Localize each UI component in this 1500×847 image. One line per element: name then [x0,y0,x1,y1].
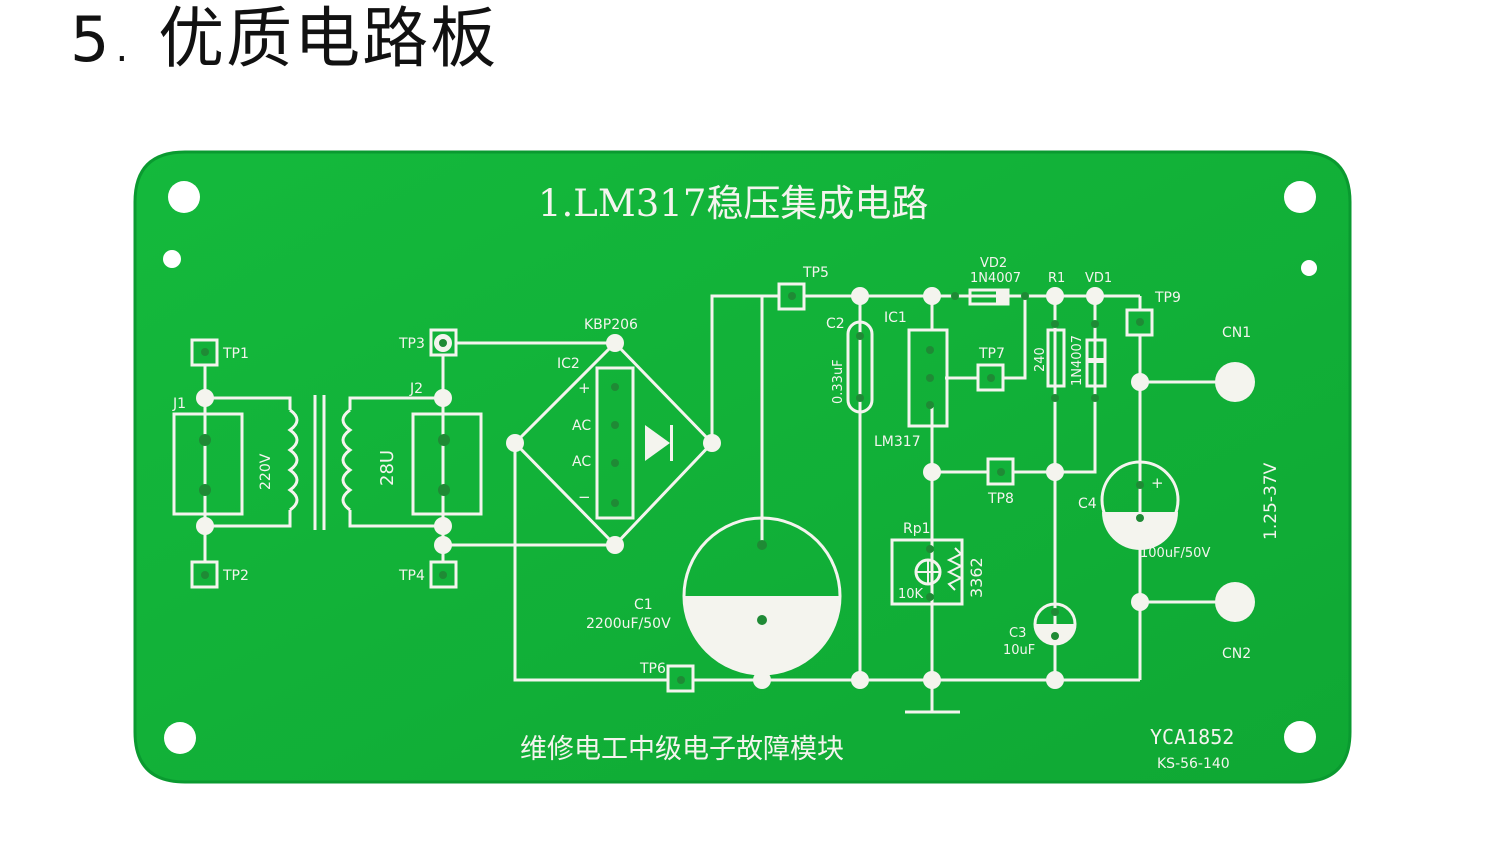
board-footer: 维修电工中级电子故障模块 [520,734,844,765]
label-c1-value: 2200uF/50V [586,616,671,632]
silkscreen-fills [645,290,1178,674]
label-vd1: VD1 [1085,271,1112,286]
label-j2: J2 [409,381,423,397]
label-c2-value: 0.33uF [831,359,846,404]
label-bridge-ac1: AC [572,418,591,434]
solder-pads [196,287,1255,689]
slide-heading: 5 . 优质电路板 [70,6,498,72]
label-bridge-ac2: AC [572,454,591,470]
label-tp9: TP9 [1154,290,1181,306]
label-ic2: IC2 [557,356,580,372]
label-tp2: TP2 [222,568,249,584]
label-tp1: TP1 [222,346,249,362]
label-c3-value: 10uF [1003,643,1035,658]
drill-holes [199,292,1144,684]
label-r1: R1 [1048,271,1065,286]
label-vd2: VD2 [980,256,1007,271]
label-tp8: TP8 [987,491,1014,507]
board-model: YCA1852 [1150,725,1234,749]
label-tp7: TP7 [978,346,1005,362]
label-cn2: CN2 [1222,646,1251,662]
label-bridge-minus: − [578,488,591,506]
potentiometer-zigzag [946,547,964,591]
mounting-holes [163,181,1317,754]
heading-number: 5 [70,3,110,76]
label-rp1: Rp1 [903,521,931,537]
label-tp5: TP5 [802,265,829,281]
label-ic1: IC1 [884,310,907,326]
label-tp4: TP4 [398,568,425,584]
label-c2: C2 [826,316,845,332]
label-220v: 220V [258,453,274,490]
label-28u: 28U [377,450,398,486]
label-cn1: CN1 [1222,325,1251,341]
label-kbp206: KBP206 [584,317,638,333]
label-vd2-value: 1N4007 [970,271,1021,286]
label-c4: C4 [1078,496,1097,512]
component-labels: TP1 TP2 TP3 TP4 TP5 TP6 TP7 TP8 TP9 J1 J… [172,256,1251,677]
output-range: 1.25-37V [1261,462,1281,540]
label-j1: J1 [172,396,186,412]
label-c4-plus: + [1151,474,1164,492]
potentiometer-marker [916,560,940,584]
board-code: KS-56-140 [1157,756,1230,772]
heading-separator: . [115,25,129,71]
label-rp1-code: 3362 [967,557,986,598]
label-rp1-value: 10K [898,587,924,602]
label-tp6: TP6 [639,661,666,677]
label-lm317: LM317 [874,434,921,450]
label-r1-value: 240 [1033,347,1048,372]
board-title: 1.LM317稳压集成电路 [538,182,928,225]
heading-text: 优质电路板 [158,0,499,77]
pcb-board [133,150,1352,784]
label-vd1-value: 1N4007 [1070,335,1085,386]
label-c1: C1 [634,597,653,613]
label-tp3: TP3 [398,336,425,352]
label-bridge-plus: + [578,379,591,397]
label-c3: C3 [1009,626,1026,641]
label-c4-value: 100uF/50V [1140,546,1210,561]
